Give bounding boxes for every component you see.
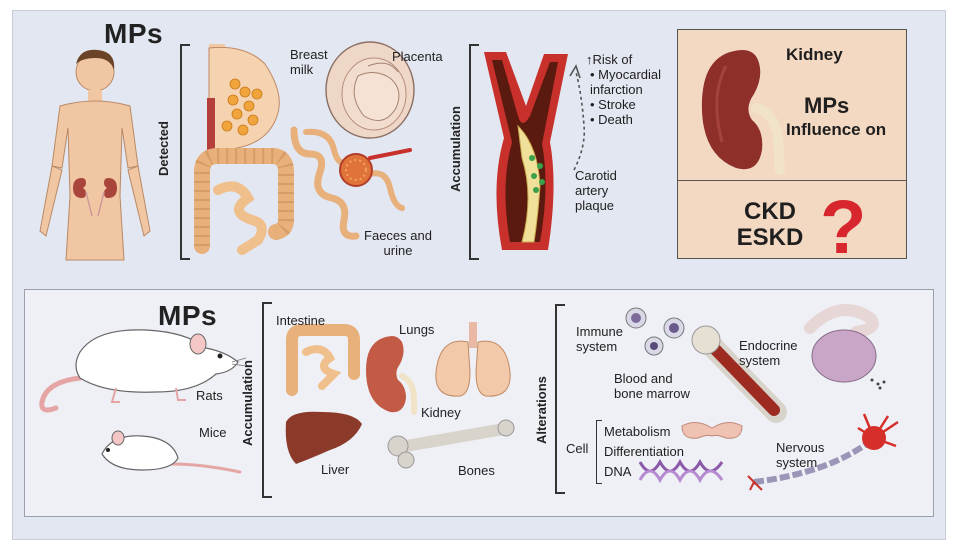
placenta-icon xyxy=(325,41,415,139)
risk-item: Stroke xyxy=(590,97,680,112)
lungs-icon xyxy=(435,322,511,397)
kidney-box-mps: MPs xyxy=(804,93,850,118)
blood-label: Blood and bone marrow xyxy=(614,371,690,401)
neuron-icon xyxy=(747,413,899,491)
bones-label: Bones xyxy=(458,463,495,478)
detected-bracket xyxy=(180,44,190,260)
dna-icon xyxy=(638,458,724,484)
lungs-label: Lungs xyxy=(399,322,435,337)
kidney-box-title: Kidney xyxy=(786,45,843,64)
bone-icon xyxy=(387,419,515,469)
accumulation-label-bottom: Accumulation xyxy=(240,360,255,446)
intestine-label: Intestine xyxy=(276,313,326,328)
detected-label: Detected xyxy=(156,121,171,176)
rat-icon xyxy=(39,329,247,413)
faeces-urine-label: Faeces and urine xyxy=(364,228,432,258)
risk-head: ↑Risk of xyxy=(586,52,633,67)
kidney-box: Kidney MPs Influence on CKD ESKD ? xyxy=(677,29,907,266)
cell-item: Metabolism xyxy=(604,424,671,439)
kidney-box-divider xyxy=(678,180,906,181)
accumulation-bracket-bottom xyxy=(262,302,272,498)
top-title: MPs xyxy=(104,18,164,49)
cell-bracket xyxy=(596,420,602,484)
accumulation-bracket-top xyxy=(469,44,479,260)
urinary-tract-icon xyxy=(290,126,412,240)
human-figure-icon xyxy=(39,49,151,261)
ckd-label: CKD xyxy=(744,198,796,225)
immune-label: Immune system xyxy=(576,324,623,354)
rats-label: Rats xyxy=(196,388,223,403)
endocrine-label: Endocrine system xyxy=(739,338,798,368)
alterations-label: Alterations xyxy=(534,376,549,444)
kidney-icon xyxy=(701,50,785,175)
question-mark: ? xyxy=(820,185,867,270)
cell-label: Cell xyxy=(566,441,589,456)
intestine-icon-small xyxy=(286,324,360,396)
kidney-box-influence: Influence on xyxy=(786,120,887,139)
cell-item: DNA xyxy=(604,464,632,479)
bone-marrow-icon xyxy=(691,325,787,423)
plaque-label: Carotid artery plaque xyxy=(575,168,617,213)
thyroid-icon xyxy=(681,422,743,439)
accumulation-label-top: Accumulation xyxy=(448,106,463,192)
breast-milk-label: Breast milk xyxy=(290,47,328,77)
risk-item: Myocardial infarction xyxy=(590,67,680,97)
artery-plaque-icon xyxy=(484,52,568,250)
mice-label: Mice xyxy=(199,425,227,440)
risk-item: Death xyxy=(590,112,680,127)
nervous-label: Nervous system xyxy=(776,440,825,470)
liver-icon xyxy=(285,411,362,464)
placenta-label: Placenta xyxy=(392,49,443,64)
immune-cells-icon xyxy=(625,307,685,356)
alterations-bracket xyxy=(555,304,565,494)
eskd-label: ESKD xyxy=(736,224,804,251)
liver-label: Liver xyxy=(321,462,350,477)
endocrine-gland-icon xyxy=(804,304,886,390)
dashed-arrow-icon xyxy=(569,64,586,171)
cell-item: Differentiation xyxy=(604,444,684,459)
kidney-label-bottom: Kidney xyxy=(421,405,461,420)
kidney-icon-small xyxy=(366,336,417,415)
cell-list: Metabolism Differentiation DNA xyxy=(604,422,684,482)
intestine-icon xyxy=(194,148,294,255)
risk-list: Myocardial infarction Stroke Death xyxy=(590,67,680,127)
mouse-icon xyxy=(101,430,242,474)
breast-icon xyxy=(207,44,280,151)
bottom-title: MPs xyxy=(158,300,218,331)
